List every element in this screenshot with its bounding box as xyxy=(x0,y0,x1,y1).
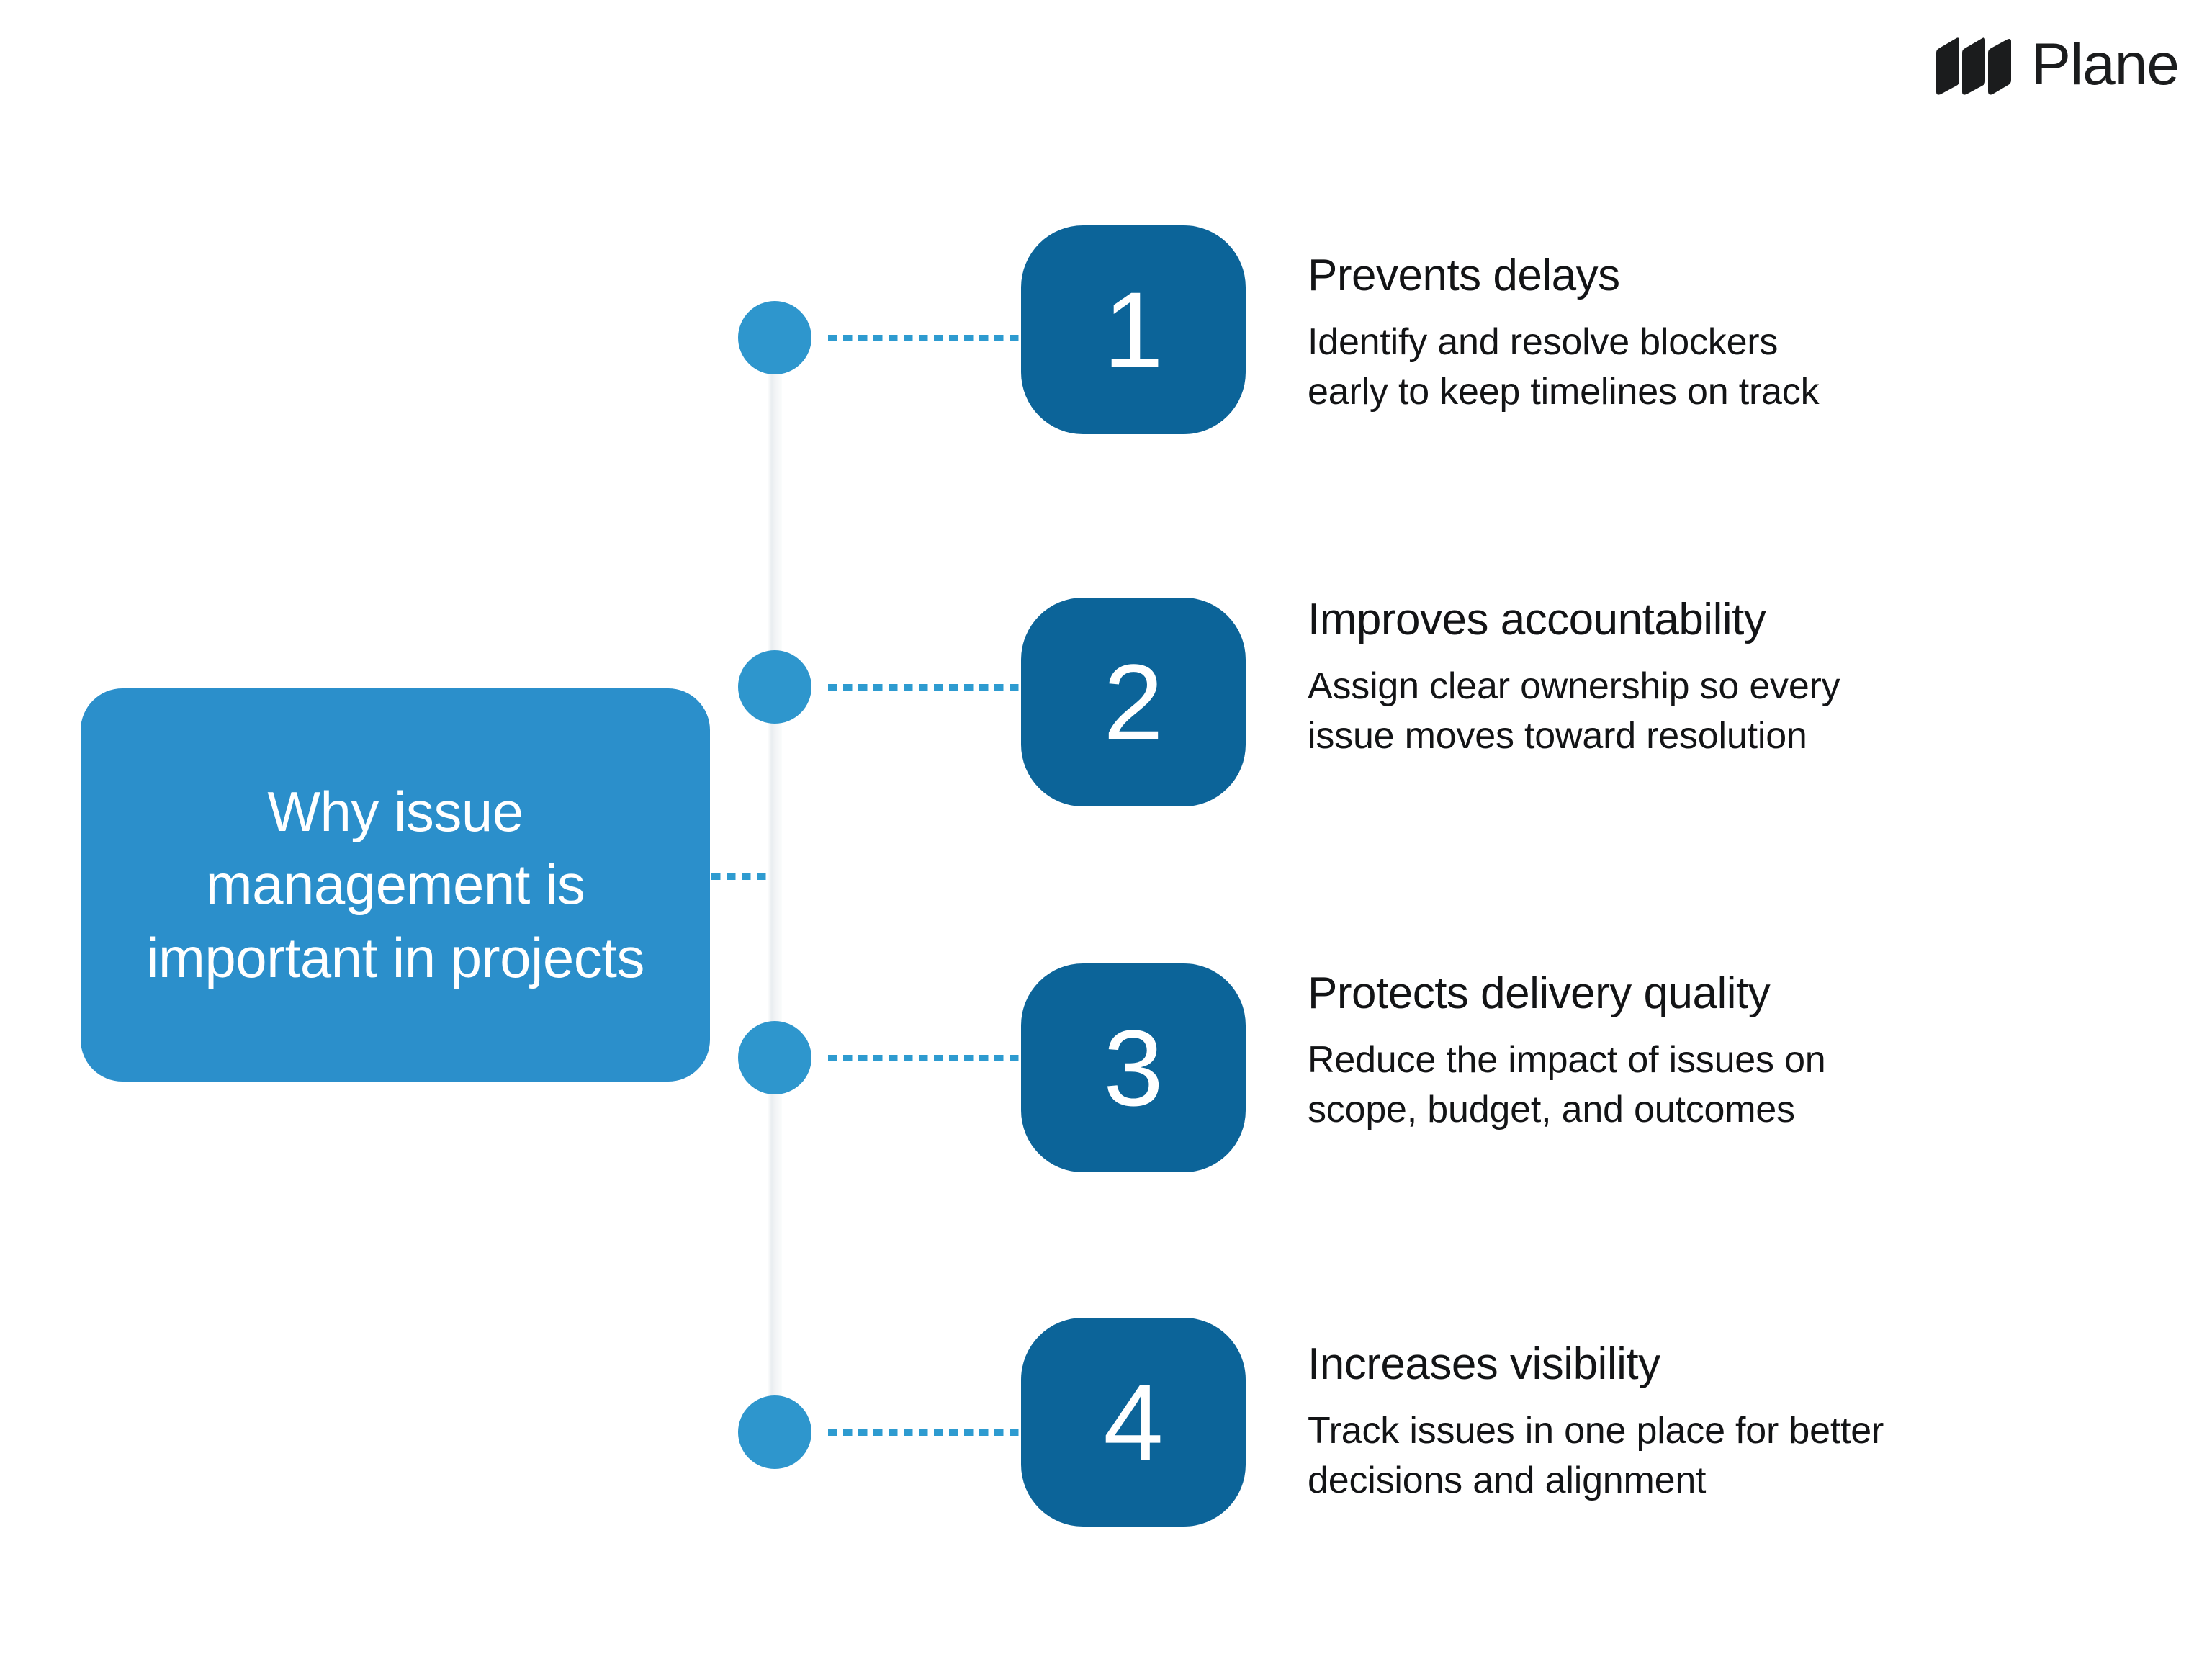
step-badge-3: 3 xyxy=(1021,963,1246,1172)
item-body-4: Track issues in one place for better dec… xyxy=(1308,1409,1884,1501)
timeline-node-1 xyxy=(738,301,811,374)
step-badge-4: 4 xyxy=(1021,1318,1246,1527)
item-heading-4: Increases visibility xyxy=(1308,1339,1660,1389)
timeline-item-1: Prevents delays Identify and resolve blo… xyxy=(1308,251,2114,417)
timeline-node-4 xyxy=(738,1395,811,1469)
timeline-item-3: Protects delivery quality Reduce the imp… xyxy=(1308,968,2114,1135)
connector-line-2 xyxy=(828,684,1021,691)
timeline-item-2: Improves accountability Assign clear own… xyxy=(1308,595,2114,761)
step-badge-2: 2 xyxy=(1021,598,1246,806)
item-heading-3: Protects delivery quality xyxy=(1308,968,1771,1018)
connector-line-1 xyxy=(828,335,1021,341)
timeline-item-4: Increases visibility Track issues in one… xyxy=(1308,1339,2114,1506)
step-number-3: 3 xyxy=(1103,1007,1164,1128)
timeline-node-3 xyxy=(738,1021,811,1094)
step-badge-1: 1 xyxy=(1021,225,1246,434)
item-body-1: Identify and resolve blockers early to k… xyxy=(1308,320,1820,413)
step-number-4: 4 xyxy=(1103,1362,1164,1483)
plane-logo-mark xyxy=(1936,37,2012,95)
item-body-3: Reduce the impact of issues on scope, bu… xyxy=(1308,1038,1826,1130)
connector-line-3 xyxy=(828,1055,1021,1061)
timeline-node-2 xyxy=(738,650,811,724)
page-title: Why issue management is important in pro… xyxy=(146,779,644,989)
item-heading-1: Prevents delays xyxy=(1308,251,1620,300)
main-title-card: Why issue management is important in pro… xyxy=(81,688,710,1082)
step-number-1: 1 xyxy=(1103,269,1164,390)
brand-logo: Plane xyxy=(1935,30,2180,99)
item-body-2: Assign clear ownership so every issue mo… xyxy=(1308,665,1840,757)
connector-line-4 xyxy=(828,1429,1021,1436)
step-number-2: 2 xyxy=(1103,642,1164,763)
title-connector-line xyxy=(711,873,772,880)
brand-name: Plane xyxy=(2031,32,2180,98)
timeline-spine xyxy=(768,337,782,1434)
item-heading-2: Improves accountability xyxy=(1308,595,1766,644)
